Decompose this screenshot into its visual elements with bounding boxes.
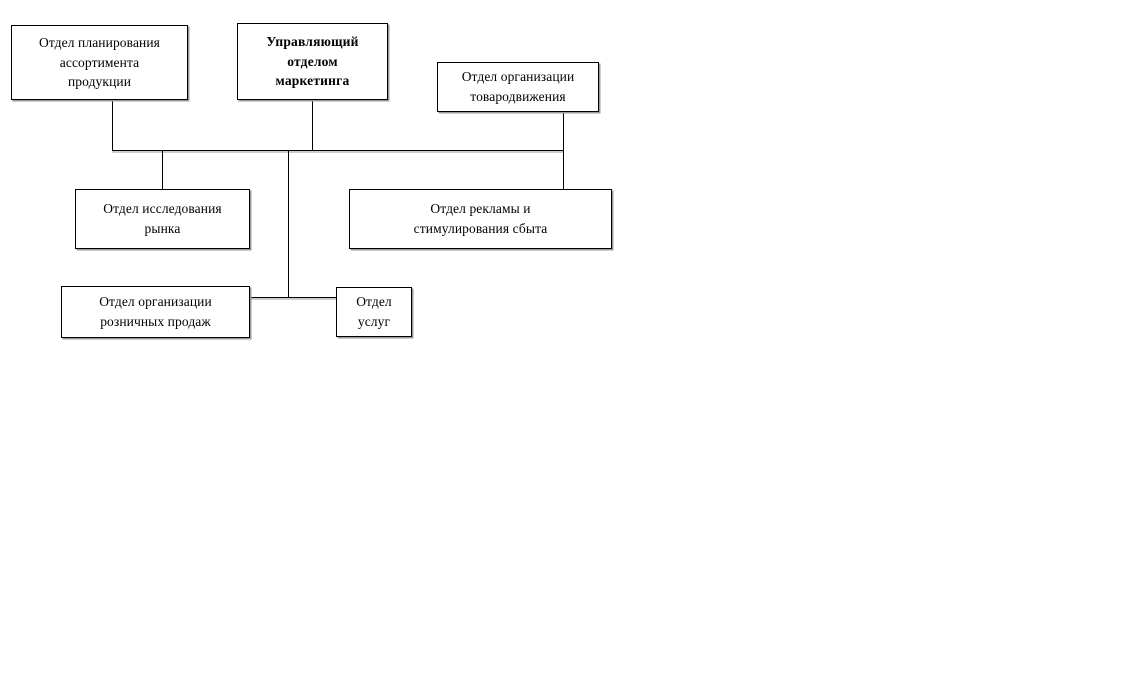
node-market-research-department-label: Отдел исследования рынка [103, 201, 222, 236]
node-planning-department-label: Отдел планирования ассортимента продукци… [39, 35, 160, 90]
node-retail-sales-department-label: Отдел организации розничных продаж [99, 294, 212, 329]
node-retail-sales-department[interactable]: Отдел организации розничных продаж [61, 286, 250, 338]
connector-distribution-drop [563, 112, 564, 150]
node-distribution-department[interactable]: Отдел организации товародвижения [437, 62, 599, 112]
connector-spine-drop [288, 150, 289, 297]
connector-advertising-drop [563, 150, 564, 189]
node-advertising-department-label: Отдел рекламы и стимулирования сбыта [413, 201, 548, 236]
node-marketing-manager[interactable]: Управляющий отделом маркетинга [237, 23, 388, 100]
node-market-research-department[interactable]: Отдел исследования рынка [75, 189, 250, 249]
node-services-department-label: Отдел услуг [356, 294, 392, 329]
connector-bottom-link [250, 297, 337, 298]
connector-manager-drop [312, 100, 313, 150]
node-services-department[interactable]: Отдел услуг [336, 287, 412, 337]
node-planning-department[interactable]: Отдел планирования ассортимента продукци… [11, 25, 188, 100]
connector-planning-drop [112, 100, 113, 150]
connector-main-bus [112, 150, 564, 151]
connector-research-drop [162, 150, 163, 189]
node-distribution-department-label: Отдел организации товародвижения [461, 69, 575, 104]
node-advertising-department[interactable]: Отдел рекламы и стимулирования сбыта [349, 189, 612, 249]
node-marketing-manager-label: Управляющий отделом маркетинга [266, 34, 359, 89]
